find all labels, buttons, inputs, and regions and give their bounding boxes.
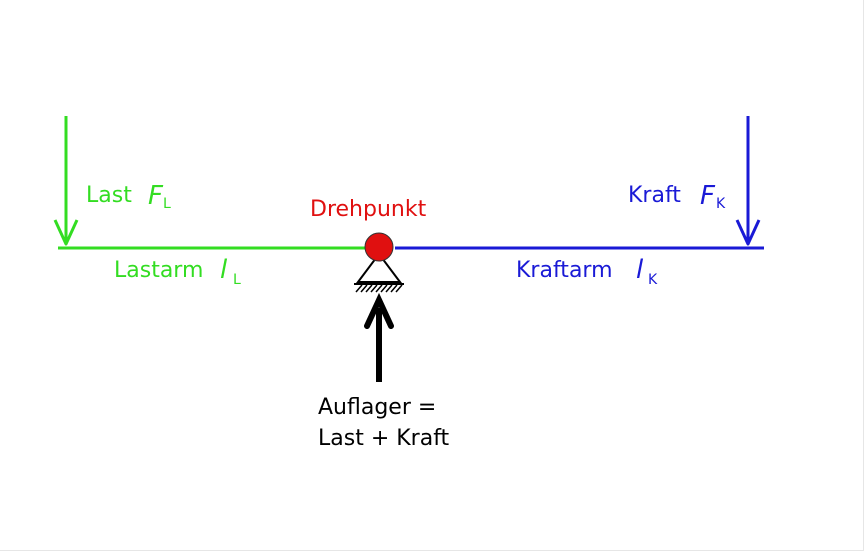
effort-arm-symbol: l: [636, 255, 644, 285]
load-arm-symbol: l: [220, 255, 228, 285]
effort-arm-symbol-subscript: K: [648, 272, 658, 288]
support-label-line2: Last + Kraft: [318, 426, 450, 451]
load-symbol-subscript: L: [163, 196, 171, 212]
effort-symbol-subscript: K: [716, 196, 726, 212]
support-reaction-arrow: [364, 292, 394, 382]
effort-label: Kraft: [628, 183, 681, 208]
load-arm-label: Lastarm: [114, 258, 203, 283]
load-label: Last: [86, 183, 132, 208]
support-label-line1: Auflager =: [318, 395, 436, 420]
pivot-support: [354, 252, 404, 293]
pivot-circle: [364, 232, 394, 262]
load-arm-symbol-subscript: L: [233, 272, 241, 288]
effort-symbol: F: [700, 181, 716, 211]
pivot-label: Drehpunkt: [310, 197, 427, 222]
load-symbol: F: [148, 181, 164, 211]
effort-force-arrow: [735, 116, 761, 246]
effort-arm-label: Kraftarm: [516, 258, 613, 283]
load-force-arrow: [53, 116, 79, 246]
